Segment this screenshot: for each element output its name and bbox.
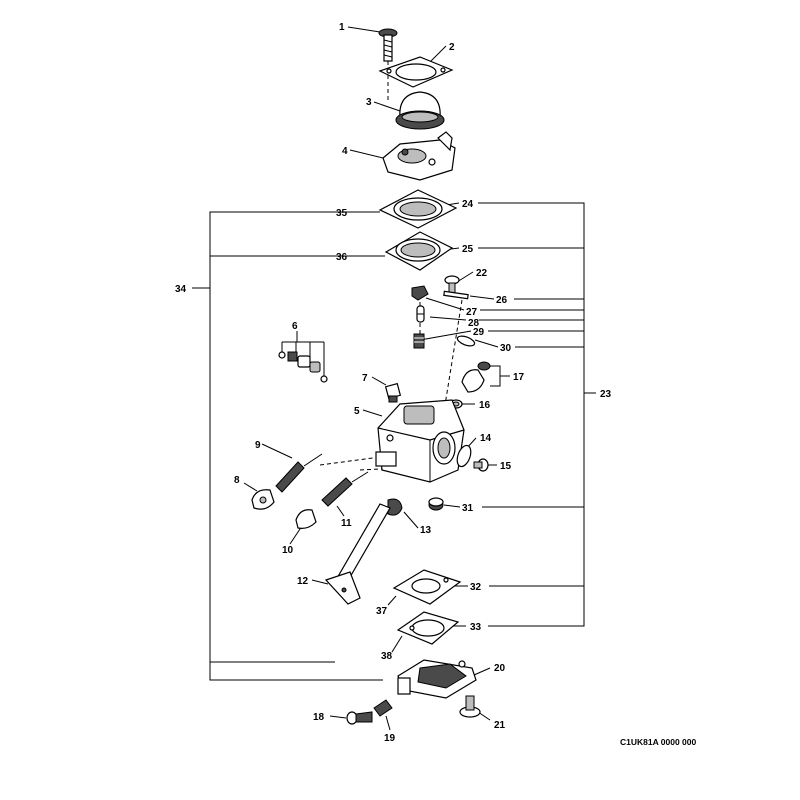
plug-part-7 bbox=[384, 382, 402, 403]
callout-19: 19 bbox=[384, 733, 396, 744]
callout-25: 25 bbox=[462, 244, 474, 255]
callout-37: 37 bbox=[376, 606, 388, 617]
carburetor-body-part-5 bbox=[375, 399, 465, 483]
gasket-part-33 bbox=[396, 611, 460, 645]
limiter-cap-part-8 bbox=[251, 489, 275, 510]
needle-set-part-6 bbox=[278, 351, 328, 383]
callout-11: 11 bbox=[341, 518, 352, 529]
spring-part-29 bbox=[413, 333, 425, 349]
callout-12: 12 bbox=[297, 576, 309, 587]
callout-13: 13 bbox=[420, 525, 432, 536]
callout-24: 24 bbox=[462, 199, 474, 210]
limiter-cap-part-10 bbox=[295, 509, 317, 529]
inlet-lever-part-27 bbox=[411, 285, 429, 301]
callout-labels: 1 2 3 4 35 24 36 25 34 22 26 27 28 29 30… bbox=[175, 22, 612, 744]
drawing-code: C1UK81A 0000 000 bbox=[620, 737, 697, 747]
metering-diaphragm-part-32 bbox=[392, 569, 462, 605]
callout-17: 17 bbox=[513, 372, 525, 383]
inlet-needle-part-28 bbox=[416, 305, 425, 323]
diaphragm-part-35 bbox=[378, 189, 458, 229]
callout-15: 15 bbox=[500, 461, 512, 472]
callout-33: 33 bbox=[470, 622, 482, 633]
callout-32: 32 bbox=[470, 582, 482, 593]
pin-part-26 bbox=[443, 290, 469, 300]
callout-10: 10 bbox=[282, 545, 294, 556]
adjusting-screw-part-9 bbox=[275, 453, 323, 493]
o-ring-part-30 bbox=[456, 335, 476, 347]
callout-14: 14 bbox=[480, 433, 492, 444]
spring-part-19 bbox=[373, 699, 393, 717]
screw-part-18 bbox=[346, 711, 373, 725]
screw-part-22 bbox=[444, 275, 460, 294]
primer-bulb-part-3 bbox=[395, 91, 445, 130]
callout-30: 30 bbox=[500, 343, 512, 354]
callout-3: 3 bbox=[366, 97, 372, 108]
callout-29: 29 bbox=[473, 327, 485, 338]
assembly-brackets bbox=[192, 202, 596, 681]
callout-18: 18 bbox=[313, 712, 325, 723]
callout-6: 6 bbox=[292, 321, 298, 332]
callout-16: 16 bbox=[479, 400, 491, 411]
gasket-part-36 bbox=[384, 231, 454, 271]
callout-22: 22 bbox=[476, 268, 488, 279]
callout-5: 5 bbox=[354, 406, 360, 417]
callout-31: 31 bbox=[462, 503, 474, 514]
callout-9: 9 bbox=[255, 440, 261, 451]
callout-7: 7 bbox=[362, 373, 368, 384]
callout-35: 35 bbox=[336, 208, 348, 219]
check-valve-part-17 bbox=[461, 361, 491, 393]
throttle-shaft-part-12 bbox=[324, 503, 391, 605]
callout-4: 4 bbox=[342, 146, 348, 157]
callout-38: 38 bbox=[381, 651, 393, 662]
gasket-part-2 bbox=[378, 56, 454, 88]
callout-26: 26 bbox=[496, 295, 508, 306]
callout-34: 34 bbox=[175, 284, 187, 295]
screw-part-15 bbox=[473, 458, 489, 472]
adjusting-screw-part-11 bbox=[321, 471, 369, 507]
spring-part-13 bbox=[387, 498, 403, 516]
screw-part-21 bbox=[459, 695, 481, 718]
callout-8: 8 bbox=[234, 475, 240, 486]
callout-36: 36 bbox=[336, 252, 348, 263]
callout-21: 21 bbox=[494, 720, 506, 731]
spacer-part-31 bbox=[428, 497, 444, 511]
callout-23: 23 bbox=[600, 389, 612, 400]
callout-28: 28 bbox=[468, 318, 480, 329]
screw-part-1 bbox=[378, 28, 398, 62]
callout-2: 2 bbox=[449, 42, 455, 53]
gasket-part-14 bbox=[456, 444, 472, 468]
callout-1: 1 bbox=[339, 22, 345, 33]
metering-cover-part-20 bbox=[397, 659, 477, 699]
pump-cover-part-4 bbox=[382, 131, 456, 181]
leader-lines bbox=[243, 26, 510, 731]
callout-27: 27 bbox=[466, 307, 478, 318]
callout-20: 20 bbox=[494, 663, 506, 674]
